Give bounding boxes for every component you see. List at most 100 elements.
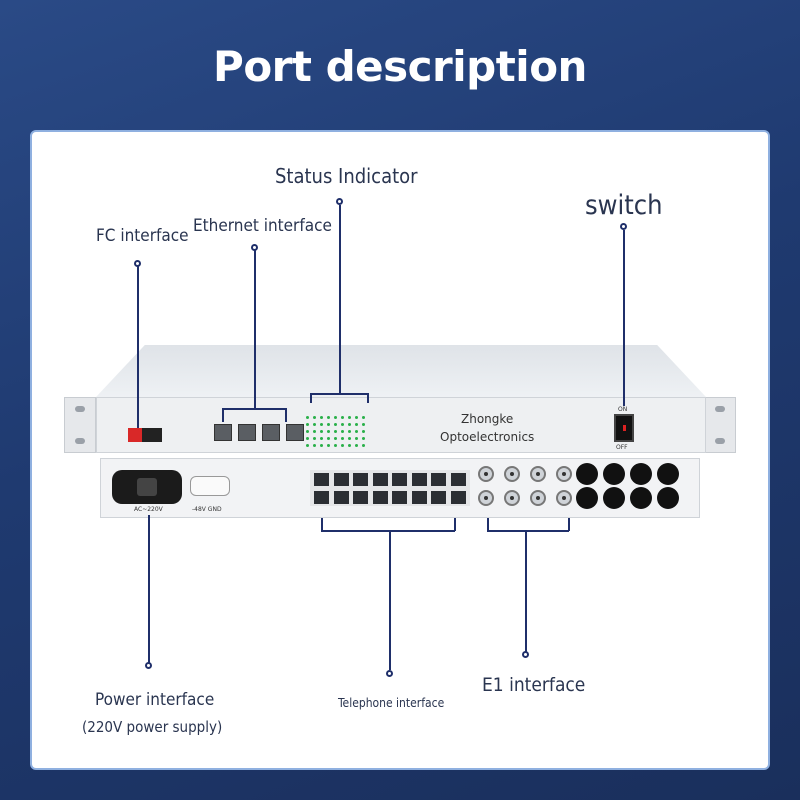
telephone-port <box>353 473 368 486</box>
device-front-panel <box>96 397 706 453</box>
e1-port-cap <box>657 463 679 485</box>
telephone-port <box>431 491 446 504</box>
e1-bnc-port <box>556 466 572 482</box>
telephone-port <box>353 491 368 504</box>
telephone-interface-label: Telephone interface <box>338 696 445 710</box>
telephone-port <box>411 491 427 504</box>
telephone-port <box>372 491 388 504</box>
telephone-port <box>392 491 407 504</box>
status-bracket-right <box>367 393 369 403</box>
power-switch <box>614 414 634 442</box>
led <box>355 416 358 419</box>
switch-pointer-line <box>623 230 625 406</box>
telephone-port <box>314 491 329 504</box>
power-socket <box>112 470 182 504</box>
status-bracket <box>310 393 368 395</box>
power-interface-label: Power interface <box>95 690 215 710</box>
brand-line1: Zhongke <box>461 412 514 426</box>
led <box>355 423 358 426</box>
led <box>355 430 358 433</box>
led <box>306 444 309 447</box>
e1-pointer-line <box>525 530 527 652</box>
telephone-port <box>431 473 446 486</box>
led <box>334 430 337 433</box>
page-title: Port description <box>213 42 587 91</box>
led <box>348 416 351 419</box>
led <box>320 430 323 433</box>
e1-port-cap <box>603 487 625 509</box>
power-pointer-line <box>148 515 150 663</box>
led <box>362 416 365 419</box>
ethernet-port <box>262 424 280 441</box>
led <box>362 430 365 433</box>
led <box>313 444 316 447</box>
led <box>313 416 316 419</box>
led <box>362 444 365 447</box>
fc-pointer-dot <box>134 260 141 267</box>
led <box>334 416 337 419</box>
brand-line2: Optoelectronics <box>440 430 535 444</box>
telephone-bracket <box>321 530 455 532</box>
led <box>327 437 330 440</box>
e1-pointer-dot <box>522 651 529 658</box>
ethernet-bracket <box>222 408 286 410</box>
led <box>327 416 330 419</box>
status-bracket-left <box>310 393 312 403</box>
led <box>362 437 365 440</box>
e1-bracket <box>487 530 569 532</box>
telephone-bracket-left <box>321 518 323 531</box>
led <box>334 423 337 426</box>
telephone-port <box>372 473 388 486</box>
e1-port-cap <box>630 487 652 509</box>
power-pointer-dot <box>145 662 152 669</box>
led <box>355 444 358 447</box>
switch-on-label: ON <box>618 406 628 413</box>
e1-bnc-port <box>556 490 572 506</box>
brand-text: Zhongke Optoelectronics <box>440 410 534 446</box>
ethernet-port <box>214 424 232 441</box>
led <box>341 430 344 433</box>
ethernet-interface-label: Ethernet interface <box>193 216 332 236</box>
ethernet-port <box>286 424 304 441</box>
telephone-pointer-dot <box>386 670 393 677</box>
led <box>348 437 351 440</box>
telephone-port <box>450 491 466 504</box>
telephone-port <box>314 473 329 486</box>
telephone-port <box>392 473 407 486</box>
led <box>327 423 330 426</box>
ethernet-pointer-dot <box>251 244 258 251</box>
fc-interface-label: FC interface <box>96 226 189 246</box>
telephone-port <box>333 491 349 504</box>
telephone-ports <box>310 470 470 506</box>
led <box>355 437 358 440</box>
telephone-pointer-line <box>389 530 391 670</box>
led <box>348 444 351 447</box>
led <box>348 430 351 433</box>
led <box>341 423 344 426</box>
led <box>306 430 309 433</box>
e1-interface-label: E1 interface <box>482 674 586 696</box>
e1-bracket-left <box>487 518 489 531</box>
fc-pointer-line <box>137 266 139 428</box>
ethernet-pointer-line <box>254 250 256 408</box>
led <box>341 437 344 440</box>
e1-bnc-port <box>478 466 494 482</box>
led <box>306 416 309 419</box>
e1-bnc-port <box>504 490 520 506</box>
e1-port-cap <box>576 487 598 509</box>
led <box>334 444 337 447</box>
led <box>313 437 316 440</box>
device-top <box>96 345 706 397</box>
led <box>320 444 323 447</box>
status-pointer-dot <box>336 198 343 205</box>
led <box>341 416 344 419</box>
telephone-port <box>450 473 466 486</box>
switch-pointer-dot <box>620 223 627 230</box>
e1-bracket-right <box>568 518 570 531</box>
led <box>362 423 365 426</box>
telephone-port <box>411 473 427 486</box>
led <box>327 430 330 433</box>
switch-label: switch <box>585 190 663 221</box>
dc-label: -48V GND <box>192 506 222 513</box>
fc-port <box>128 428 162 442</box>
